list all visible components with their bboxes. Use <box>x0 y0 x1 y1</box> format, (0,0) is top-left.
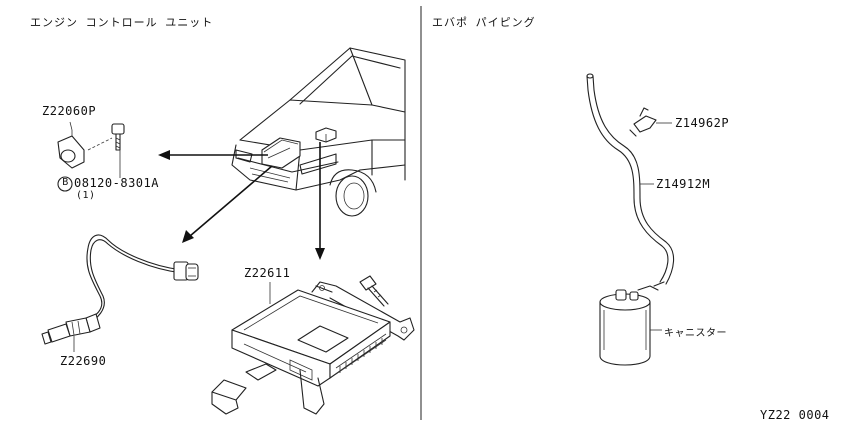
page-code: YZ22 0004 <box>760 408 830 422</box>
left-panel-title: エンジン コントロール ユニット <box>30 16 214 29</box>
ecu-unit <box>211 275 415 415</box>
part-label-o2-sensor: Z22690 <box>60 354 107 368</box>
car-illustration <box>231 47 406 217</box>
part-label-bolt-qty: (1) <box>76 190 96 201</box>
knock-sensor <box>57 121 113 169</box>
canister <box>599 281 665 366</box>
callout-arrows <box>158 142 325 260</box>
o2-sensor <box>41 234 199 352</box>
part-label-sensor: Z22060P <box>42 104 97 118</box>
evap-hose <box>586 73 675 285</box>
part-label-canister: キャニスター <box>664 328 727 339</box>
part-label-clip: Z14962P <box>675 116 730 130</box>
part-label-ecu: Z22611 <box>244 266 291 280</box>
part-label-hose: Z14912M <box>656 177 711 191</box>
bolt <box>111 123 125 178</box>
bolt-mark-label: B <box>62 177 69 188</box>
hose-clip <box>629 107 672 137</box>
part-label-bolt: 08120-8301A <box>74 176 159 190</box>
right-panel-title: エバポ パイピング <box>432 16 536 29</box>
bolt-mark-circle <box>57 176 73 192</box>
